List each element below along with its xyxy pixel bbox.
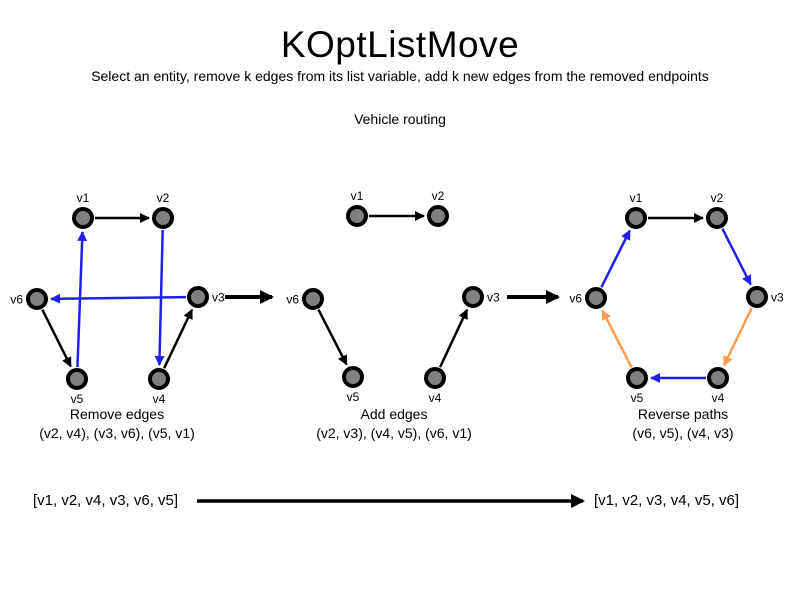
- node-v3: [746, 286, 768, 308]
- edge-v5-v6: [601, 309, 633, 368]
- context-label: Vehicle routing: [354, 111, 446, 127]
- node-label-v6: v6: [286, 293, 299, 307]
- caption-add-edges: Add edges (v2, v3), (v4, v5), (v6, v1): [244, 405, 544, 443]
- node-v1: [625, 207, 647, 229]
- page-subtitle: Select an entity, remove k edges from it…: [91, 68, 709, 84]
- list-before: [v1, v2, v4, v3, v6, v5]: [33, 492, 179, 509]
- caption-title: Add edges: [360, 406, 428, 422]
- node-label-v4: v4: [153, 392, 166, 406]
- caption-title: Remove edges: [69, 406, 165, 422]
- list-after: [v1, v2, v3, v4, v5, v6]: [594, 492, 740, 509]
- node-label-v3: v3: [212, 291, 225, 305]
- edge-v2-v3: [721, 228, 752, 286]
- node-v5: [342, 366, 364, 388]
- node-v3: [462, 286, 484, 308]
- node-label-v5: v5: [347, 390, 360, 404]
- node-label-v2: v2: [711, 191, 724, 205]
- caption-reverse-paths: Reverse paths (v6, v5), (v4, v3): [533, 405, 800, 443]
- caption-edge-list: (v2, v4), (v3, v6), (v5, v1): [39, 425, 195, 441]
- node-v4: [707, 367, 729, 389]
- node-v4: [148, 368, 170, 390]
- node-label-v5: v5: [631, 391, 644, 405]
- edge-v4-v3: [438, 308, 469, 368]
- node-v2: [152, 207, 174, 229]
- caption-title: Reverse paths: [637, 406, 729, 422]
- edge-v6-v1: [600, 229, 631, 288]
- caption-edge-list: (v6, v5), (v4, v3): [632, 425, 734, 441]
- node-label-v6: v6: [569, 292, 582, 306]
- node-v5: [626, 367, 648, 389]
- node-v6: [302, 288, 324, 310]
- node-v2: [427, 205, 449, 227]
- node-v3: [187, 286, 209, 308]
- node-v6: [585, 287, 607, 309]
- edge-v3-v4: [722, 307, 753, 367]
- page-title: KOptListMove: [280, 24, 520, 65]
- caption-remove-edges: Remove edges (v2, v4), (v3, v6), (v5, v1…: [0, 405, 267, 443]
- node-label-v2: v2: [157, 191, 170, 205]
- node-v4: [424, 367, 446, 389]
- edge-v4-v3: [163, 308, 194, 369]
- node-v1: [346, 205, 368, 227]
- node-label-v1: v1: [630, 191, 643, 205]
- node-v5: [66, 368, 88, 390]
- edge-v6-v5: [317, 309, 348, 366]
- node-label-v4: v4: [712, 391, 725, 405]
- node-v1: [72, 207, 94, 229]
- caption-edge-list: (v2, v3), (v4, v5), (v6, v1): [316, 425, 472, 441]
- node-label-v3: v3: [771, 291, 784, 305]
- edge-v6-v5: [41, 309, 72, 368]
- node-label-v5: v5: [71, 392, 84, 406]
- node-v2: [706, 207, 728, 229]
- node-label-v1: v1: [77, 191, 90, 205]
- edge-v3-v6: [49, 293, 187, 304]
- node-label-v6: v6: [10, 293, 23, 307]
- node-label-v2: v2: [432, 189, 445, 203]
- node-v6: [26, 288, 48, 310]
- edge-v5-v1: [76, 230, 88, 368]
- node-label-v1: v1: [351, 189, 364, 203]
- node-label-v3: v3: [487, 291, 500, 305]
- node-label-v4: v4: [429, 391, 442, 405]
